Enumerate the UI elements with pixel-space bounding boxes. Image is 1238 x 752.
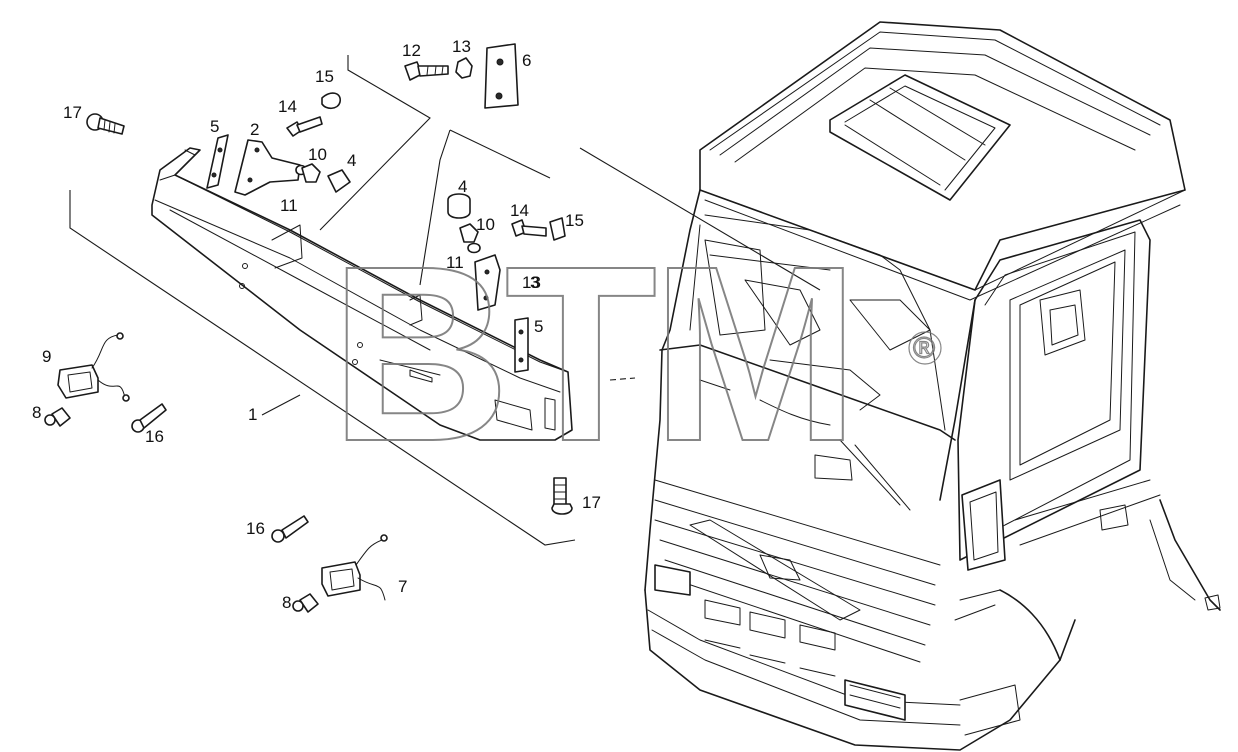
watermark-text: BTM [330,214,854,493]
callout-16b: 16 [246,519,265,538]
headlamp-left [654,564,691,596]
callout-1: 1 [248,405,257,424]
bracket-5-b [514,317,529,373]
callout-2: 2 [250,120,259,139]
callout-10a: 10 [308,145,327,164]
nut-10-a [301,163,321,183]
leader-lines [69,55,821,546]
bolt-17-a [86,113,125,135]
callout-17b: 17 [582,493,601,512]
sunroof-hatch [829,74,1011,201]
callout-3: 3 [530,273,539,292]
callout-7: 7 [398,577,407,596]
headlamp-right [844,679,906,721]
washer-11-b [467,242,481,254]
callout-8b: 8 [282,593,291,612]
watermark-registered-mark: ® [913,332,935,365]
callout-13a: 13 [452,37,471,56]
truck-cab [644,21,1221,751]
bolt-12 [404,61,449,81]
callout-17a: 17 [63,103,82,122]
callout-14a: 14 [278,97,297,116]
bushing-4-a [327,169,351,193]
bracket-2 [234,139,301,196]
bushing-4-b [447,193,471,219]
small-parts [44,43,573,613]
bolt-14-b [511,219,547,237]
callout-15a: 15 [315,67,334,86]
callout-16a: 16 [145,427,164,446]
screw-16-b [271,515,309,543]
callout-10b: 10 [476,215,495,234]
bracket-5-a [206,134,229,189]
callout-14b: 14 [510,201,529,220]
callout-5a: 5 [210,117,219,136]
plate-6 [484,43,519,109]
bulb-8-a [44,407,71,427]
front-bumper-panel [151,147,573,441]
callout-labels: 1 2 3 4 4 5 5 6 7 8 8 9 10 10 11 11 12 1… [32,37,601,612]
bracket-3 [474,254,501,311]
watermark: BTM ® [329,213,942,494]
callout-4a: 4 [347,151,356,170]
callout-8a: 8 [32,403,41,422]
callout-15b: 15 [565,211,584,230]
bolt-14-a [286,116,323,137]
callout-6: 6 [522,51,531,70]
nut-10-b [459,223,479,243]
lamp-7 [321,534,388,601]
clip-15-b [549,217,566,241]
callout-4b: 4 [458,177,467,196]
screw-16-a [131,403,167,433]
nut-13-a [455,57,473,79]
callout-5b: 5 [534,317,543,336]
callout-9: 9 [42,347,51,366]
clip-15-a [321,92,341,110]
bulb-8-b [292,593,319,613]
callout-11b: 11 [446,253,464,272]
callout-11a: 11 [280,196,298,215]
callout-13b: 13 [522,273,541,292]
lamp-9 [57,332,130,402]
bolt-17-b [551,477,573,515]
callout-12: 12 [402,41,421,60]
